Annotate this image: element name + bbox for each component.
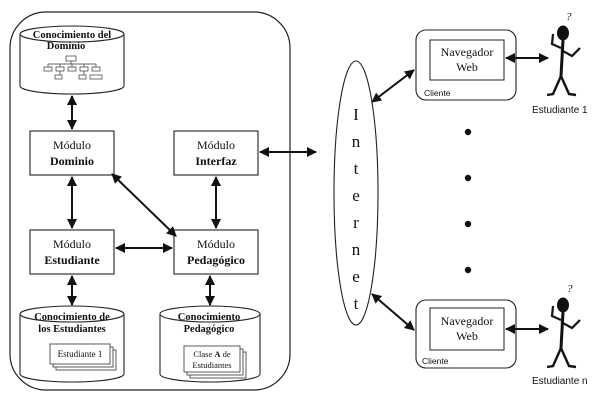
- conocimiento-pedagogico-label-1: Conocimiento: [178, 312, 240, 323]
- conocimiento-pedagogico-cylinder: Conocimiento Pedagógico Clase A de Estud…: [159, 305, 261, 383]
- modulo-dominio-label-1: Módulo: [53, 138, 91, 152]
- modulo-interfaz-box: [173, 130, 259, 176]
- conocimiento-pedagogico-label-2: Pedagógico: [184, 324, 235, 335]
- student-document-label: Estudiante 1: [58, 349, 103, 359]
- internet-letter: r: [353, 213, 359, 232]
- modulo-estudiante-label-1: Módulo: [53, 237, 91, 251]
- web-browser-bottom: [429, 307, 505, 351]
- client-bottom-label: Cliente: [422, 356, 449, 366]
- conocimiento-dominio-label-1: Conocimiento del: [33, 30, 112, 41]
- conocimiento-dominio-label-2: Dominio: [47, 41, 86, 52]
- modulo-interfaz-label-1: Módulo: [197, 138, 235, 152]
- browser-top-label-1: Navegador: [441, 45, 494, 59]
- modulo-dominio-label-2: Dominio: [50, 154, 94, 168]
- question-mark-top: ?: [566, 11, 572, 23]
- conocimiento-dominio-cylinder: Conocimiento del Dominio: [19, 25, 125, 95]
- conocimiento-estudiantes-label-2: los Estudiantes: [38, 324, 105, 335]
- internet-letter: e: [352, 186, 360, 205]
- arrow-dominio-pedagogico: [111, 173, 177, 237]
- browser-top-label-2: Web: [456, 60, 478, 74]
- client-top-label: Cliente: [424, 88, 451, 98]
- browser-bottom-label-1: Navegador: [441, 314, 494, 328]
- modulo-dominio-box: [29, 130, 115, 176]
- modulo-pedagogico-box: [173, 229, 259, 275]
- system-container: [9, 11, 291, 391]
- internet-letter: I: [353, 105, 359, 124]
- conocimiento-estudiantes-cylinder: Conocimiento de los Estudiantes Estudian…: [19, 305, 125, 383]
- class-document-stack: Clase A de Estudiantes: [183, 345, 247, 379]
- internet-letter: t: [354, 294, 359, 313]
- modulo-estudiante-label-2: Estudiante: [44, 253, 100, 267]
- client-bottom: Navegador Web Cliente: [415, 299, 517, 369]
- student-figure-top: ?: [546, 11, 581, 97]
- student-document-stack: Estudiante 1: [49, 343, 117, 371]
- modulo-pedagogico-label-1: Módulo: [197, 237, 235, 251]
- question-mark-bottom: ?: [567, 283, 573, 295]
- internet-letter: t: [354, 159, 359, 178]
- class-document-label-1: Clase A de: [193, 349, 231, 359]
- domain-tree-icon: [43, 55, 103, 80]
- internet-letter: e: [352, 267, 360, 286]
- arrow-internet-client-bottom: [371, 293, 415, 331]
- client-top: Navegador Web Cliente: [415, 29, 517, 101]
- conocimiento-estudiantes-label-1: Conocimiento de: [34, 312, 110, 323]
- student-figure-bottom: ?: [546, 283, 581, 369]
- student-bottom-label: Estudiante n: [532, 376, 588, 387]
- modulo-estudiante-box: [29, 229, 115, 275]
- internet-letter: n: [352, 240, 361, 259]
- student-top-label: Estudiante 1: [532, 105, 588, 116]
- internet-letter: n: [352, 132, 361, 151]
- arrow-internet-client-top: [371, 69, 415, 103]
- modulo-pedagogico-label-2: Pedagógico: [187, 253, 245, 267]
- class-document-label-2: Estudiantes: [192, 360, 231, 370]
- internet-ellipse: [333, 60, 379, 326]
- browser-bottom-label-2: Web: [456, 329, 478, 343]
- ellipsis-dots: [464, 128, 472, 274]
- web-browser-top: [429, 39, 505, 81]
- modulo-interfaz-label-2: Interfaz: [195, 154, 237, 168]
